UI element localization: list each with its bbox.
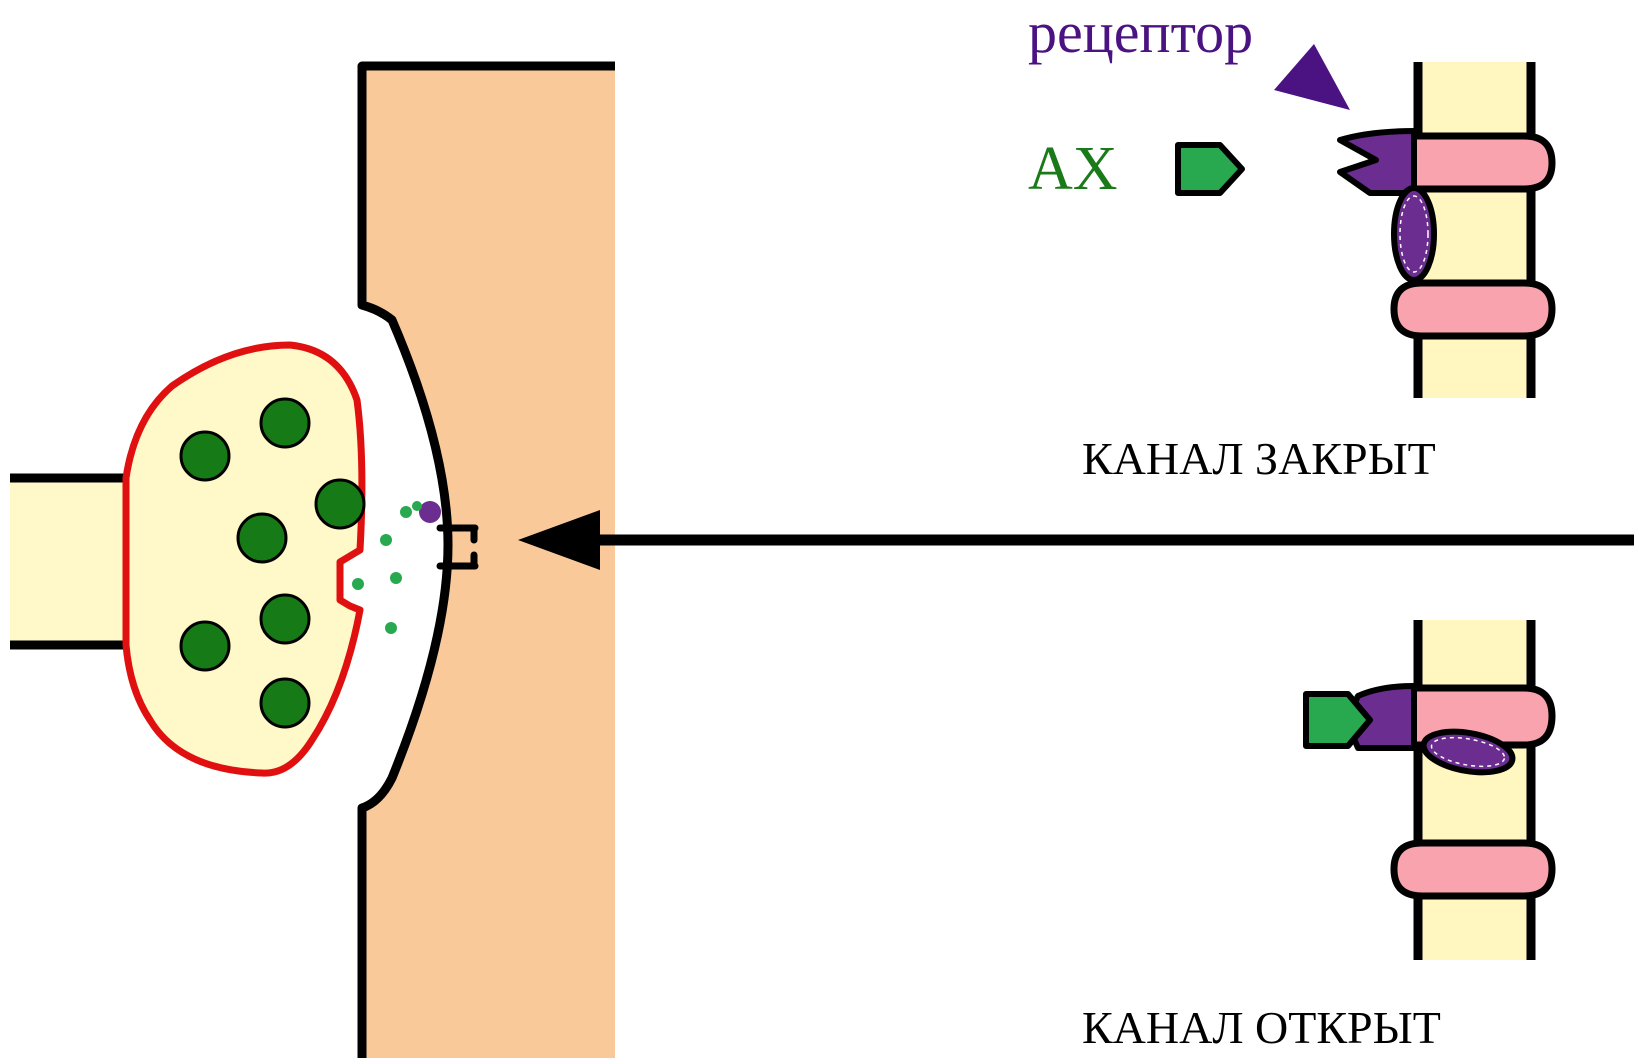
presynaptic-terminal bbox=[122, 341, 366, 777]
channel-closed-diagram bbox=[1175, 44, 1556, 398]
mediator-molecule bbox=[390, 572, 402, 584]
vesicle bbox=[236, 512, 288, 564]
channel-subunit-lower bbox=[1390, 279, 1556, 340]
receptor-label: рецептор bbox=[1028, 0, 1254, 65]
vesicle bbox=[259, 397, 311, 449]
vesicle bbox=[179, 430, 231, 482]
released-mediator bbox=[352, 506, 412, 634]
channel-gate-dashes bbox=[1430, 736, 1506, 768]
mediator-molecule bbox=[400, 506, 412, 518]
vesicle bbox=[259, 593, 311, 645]
membrane-band bbox=[1418, 620, 1531, 960]
receptor-pointer-arrow bbox=[1274, 44, 1350, 110]
channel-gate-open bbox=[1420, 728, 1516, 776]
mediator-molecule bbox=[412, 501, 422, 511]
channel-gate-closed bbox=[1391, 185, 1437, 283]
channel-subunit-lower bbox=[1390, 839, 1556, 900]
postsynaptic-cell bbox=[362, 66, 615, 1058]
channel-gate-dashes bbox=[1399, 195, 1429, 273]
synaptic-vesicles bbox=[179, 397, 366, 729]
acetylcholine-bound bbox=[1303, 691, 1373, 749]
arrow-head bbox=[518, 510, 600, 570]
axon bbox=[10, 478, 135, 645]
acetylcholine-label: АХ bbox=[1028, 135, 1118, 203]
mediator-molecule bbox=[352, 578, 364, 590]
channel-open-label: КАНАЛ ОТКРЫТ bbox=[1082, 1002, 1441, 1053]
membrane-receptor-small bbox=[412, 501, 479, 570]
vesicle bbox=[259, 677, 311, 729]
mediator-molecule bbox=[385, 622, 397, 634]
channel-subunit-upper bbox=[1396, 132, 1556, 193]
vesicle bbox=[179, 620, 231, 672]
channel-open-diagram bbox=[1303, 620, 1556, 960]
mediator-molecule bbox=[380, 534, 392, 546]
vesicle bbox=[314, 478, 366, 530]
callout-arrow bbox=[518, 510, 1634, 570]
receptor-binding-site bbox=[1337, 128, 1417, 196]
receptor-small bbox=[419, 501, 441, 523]
channel-closed-label: КАНАЛ ЗАКРЫТ bbox=[1082, 433, 1436, 484]
postsynaptic-membrane bbox=[357, 61, 615, 1058]
synapse bbox=[10, 61, 615, 1058]
acetylcholine-molecule bbox=[1175, 142, 1245, 196]
